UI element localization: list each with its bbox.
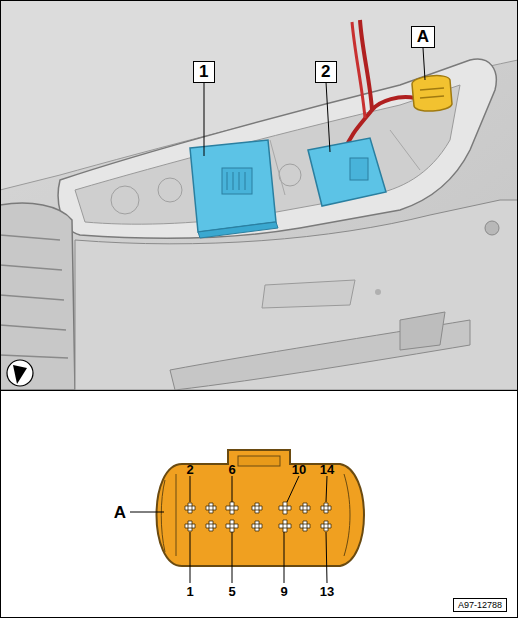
reference-box: A97-12788 (453, 598, 507, 612)
grille (0, 203, 75, 390)
callout-number: A (417, 27, 429, 47)
connector-label: A (114, 504, 126, 521)
connector-pin (226, 502, 238, 514)
view-arrow-icon (7, 360, 33, 386)
callout-number: 2 (321, 62, 331, 82)
connector-pin (279, 502, 291, 514)
leader-line (204, 48, 425, 156)
pin-number: 6 (228, 463, 235, 476)
connector-pin (185, 503, 195, 513)
connector-pin (252, 503, 262, 513)
connector-pin (206, 521, 216, 531)
pin-number: 13 (320, 585, 334, 598)
connector-pin (300, 503, 310, 513)
headlight-housing (58, 59, 496, 238)
pin-number: 9 (280, 585, 287, 598)
control-unit-1 (190, 140, 276, 232)
connector-pin (226, 520, 238, 532)
pin-number: 10 (292, 463, 306, 476)
figure-number: A97-12788 (458, 599, 502, 611)
bumper (75, 200, 518, 390)
pin-number: 5 (228, 585, 235, 598)
connector-housing (157, 450, 365, 566)
connector-pin (321, 503, 331, 513)
control-unit-2 (308, 138, 386, 206)
callout-box: A (411, 26, 435, 48)
leader-line (130, 476, 327, 583)
pin-number: 14 (320, 463, 334, 476)
connector-pin (252, 521, 262, 531)
car-body (0, 0, 518, 390)
callout-box: 1 (193, 61, 215, 83)
connector-pin (300, 521, 310, 531)
connector-pin (321, 521, 331, 531)
connector-pin (279, 520, 291, 532)
connector-a (412, 76, 452, 111)
connector-pin (206, 503, 216, 513)
callout-box: 2 (315, 61, 337, 83)
connector-pin (185, 521, 195, 531)
pin-number: 1 (186, 585, 193, 598)
callout-number: 1 (199, 62, 209, 82)
wiring-harness (345, 20, 415, 150)
pin-number: 2 (186, 463, 193, 476)
